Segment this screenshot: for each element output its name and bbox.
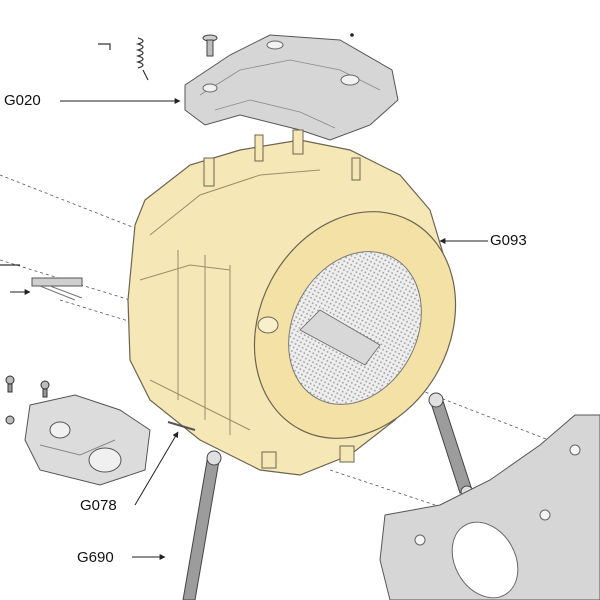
label-g020: G020	[4, 92, 41, 109]
tub-part	[127, 129, 457, 476]
counterweight-top-part	[184, 34, 399, 141]
leader-lines	[60, 98, 488, 560]
small-dot	[350, 33, 354, 37]
label-g093: G093	[490, 232, 527, 249]
shock-absorber-right	[428, 392, 474, 499]
motor-part	[24, 394, 151, 486]
bolt-part	[167, 421, 196, 431]
screw-part	[202, 34, 218, 57]
heater-part	[0, 264, 83, 301]
counterweight-front-part	[379, 414, 600, 600]
screws-left	[5, 375, 50, 425]
shock-absorber-left	[182, 450, 222, 600]
label-g690: G690	[77, 549, 114, 566]
spring-part	[98, 37, 149, 81]
label-g078: G078	[80, 497, 117, 514]
